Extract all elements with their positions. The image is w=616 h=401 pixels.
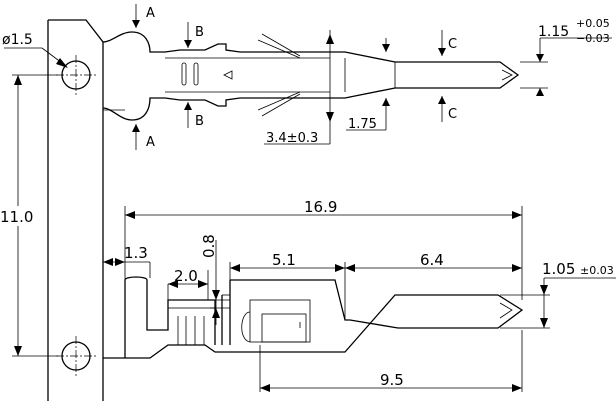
dim-1-3: 1.3	[103, 244, 151, 278]
dim-label: 11.0	[0, 208, 33, 226]
dim-11-0: 11.0	[0, 74, 58, 357]
pilot-hole-top	[56, 55, 96, 95]
section-label: A	[146, 6, 155, 21]
section-b-bottom: B	[184, 102, 204, 129]
section-c-bottom: C	[438, 96, 457, 122]
dim-label: 1.3	[124, 244, 148, 262]
section-label: C	[448, 37, 457, 52]
dim-1-15: 1.15 +0.05 −0.03	[520, 17, 612, 96]
dim-1-05: 1.05 ±0.03	[500, 260, 616, 329]
dim-9-5: 9.5	[259, 330, 523, 392]
dim-label: 3.4±0.3	[266, 131, 318, 146]
dim-label: 1.15	[538, 24, 569, 40]
section-c-top: C	[438, 30, 457, 56]
dim-6-4: 6.4	[345, 251, 522, 272]
dim-2-0: 2.0	[167, 267, 209, 300]
dim-16-9: 16.9	[124, 198, 523, 300]
dim-label: 2.0	[174, 267, 198, 285]
dim-label: 9.5	[380, 371, 404, 389]
dim-label: 16.9	[304, 198, 337, 216]
dim-label: 5.1	[272, 251, 296, 269]
dim-1-75: 1.75	[346, 38, 390, 132]
dim-tol: ±0.03	[580, 264, 614, 277]
pilot-hole-bottom	[56, 336, 96, 376]
dim-3-4: 3.4±0.3	[264, 30, 334, 146]
terminal-side-view	[103, 276, 524, 359]
section-a-top: A	[132, 4, 155, 28]
section-a-bottom: A	[132, 124, 155, 150]
dim-label: ø1.5	[2, 32, 33, 48]
dim-label: 1.05	[542, 260, 575, 278]
section-label: B	[195, 25, 204, 40]
section-b-top: B	[184, 22, 204, 48]
dim-0-8: 0.8	[200, 234, 230, 325]
dim-label: 1.75	[348, 117, 377, 132]
section-label: B	[195, 114, 204, 129]
dim-tol-plus: +0.05	[576, 17, 610, 30]
dim-tol-minus: −0.03	[576, 32, 610, 45]
dim-label: 6.4	[420, 251, 444, 269]
terminal-top-view	[102, 31, 520, 121]
carrier-strip	[47, 19, 125, 401]
section-label: C	[448, 107, 457, 122]
section-label: A	[146, 135, 155, 150]
dim-hole-dia: ø1.5	[2, 32, 68, 68]
dim-label: 0.8	[200, 234, 218, 258]
dim-5-1: 5.1	[229, 251, 346, 320]
